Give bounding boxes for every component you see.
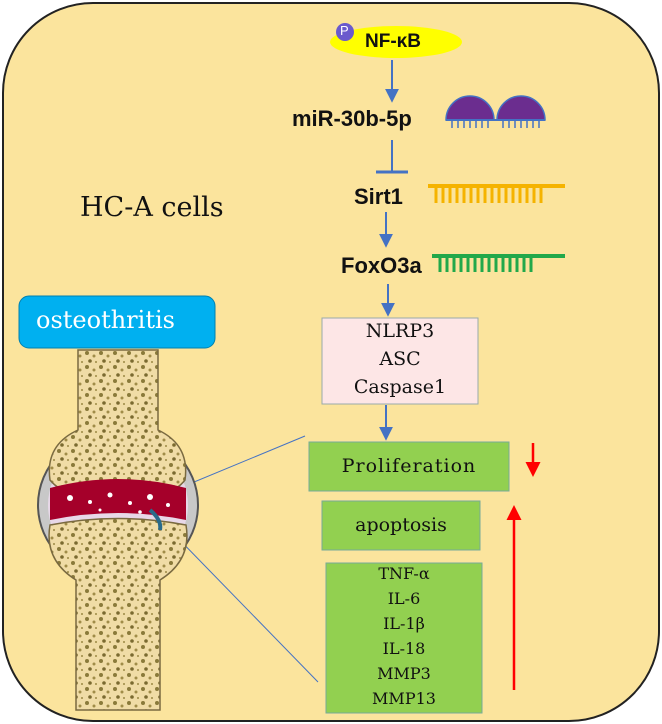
mirna-protein-icons (445, 95, 546, 128)
cytokine-il1b: IL-1β (383, 614, 425, 633)
cytokine-mmp3: MMP3 (377, 664, 431, 683)
inflammasome-asc: ASC (379, 348, 421, 370)
cytokine-tnfa: TNF-α (378, 564, 430, 583)
cytokine-box (325, 562, 483, 714)
sirt1-label: Sirt1 (354, 184, 403, 209)
foxo3a-mrna-icon (432, 254, 565, 272)
inflammasome-caspase1: Caspase1 (353, 376, 447, 398)
cytokine-il18: IL-18 (382, 639, 426, 658)
apoptosis-label: apoptosis (355, 514, 447, 536)
mirna-label: miR-30b-5p (292, 106, 412, 131)
inflammasome-box (321, 317, 479, 405)
phosphate-symbol: P (340, 23, 349, 38)
callout-line-bottom (169, 529, 319, 683)
cytokine-il6: IL-6 (387, 589, 421, 608)
cytokine-mmp13: MMP13 (372, 689, 436, 708)
sirt1-mrna-icon (428, 184, 565, 203)
proliferation-box (308, 441, 510, 492)
phosphate-icon (336, 23, 354, 41)
nfkb-label: NF-κB (365, 31, 421, 52)
cell-type-label: HC-A cells (80, 192, 224, 223)
osteothritis-label: osteothritis (36, 306, 175, 334)
nfkb-ellipse (330, 26, 462, 58)
osteothritis-label-bg (18, 295, 216, 349)
joint-illustration (37, 349, 199, 711)
foxo3a-label: FoxO3a (341, 253, 422, 278)
inflammasome-nlrp3: NLRP3 (365, 320, 435, 342)
proliferation-label: Proliferation (341, 455, 477, 477)
apoptosis-box (321, 500, 481, 551)
